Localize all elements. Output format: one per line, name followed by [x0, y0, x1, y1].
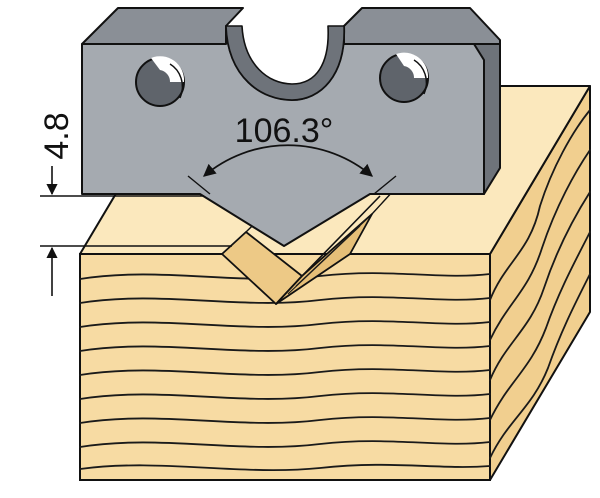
angle-extension-lines [187, 175, 397, 195]
depth-label: 4.8 [38, 112, 76, 159]
wood-grain-front [79, 272, 491, 472]
v-groove-grain [287, 217, 369, 295]
mounting-hole-left [135, 56, 185, 107]
cutter-knife [81, 7, 501, 247]
v-groove-back-line [301, 195, 381, 277]
depth-extension-lines [40, 195, 232, 247]
cutter-top-bevel-right [343, 7, 501, 45]
cutter-top-bevel-left [81, 7, 244, 45]
angle-dimension: 106.3° [187, 112, 397, 195]
wood-grain-side [489, 109, 591, 459]
angle-arc [203, 144, 373, 177]
depth-dimension: 4.8 [38, 112, 232, 296]
angle-label: 106.3° [235, 112, 334, 150]
mounting-hole-right [379, 52, 429, 103]
cutter-notch-shading [225, 25, 345, 101]
